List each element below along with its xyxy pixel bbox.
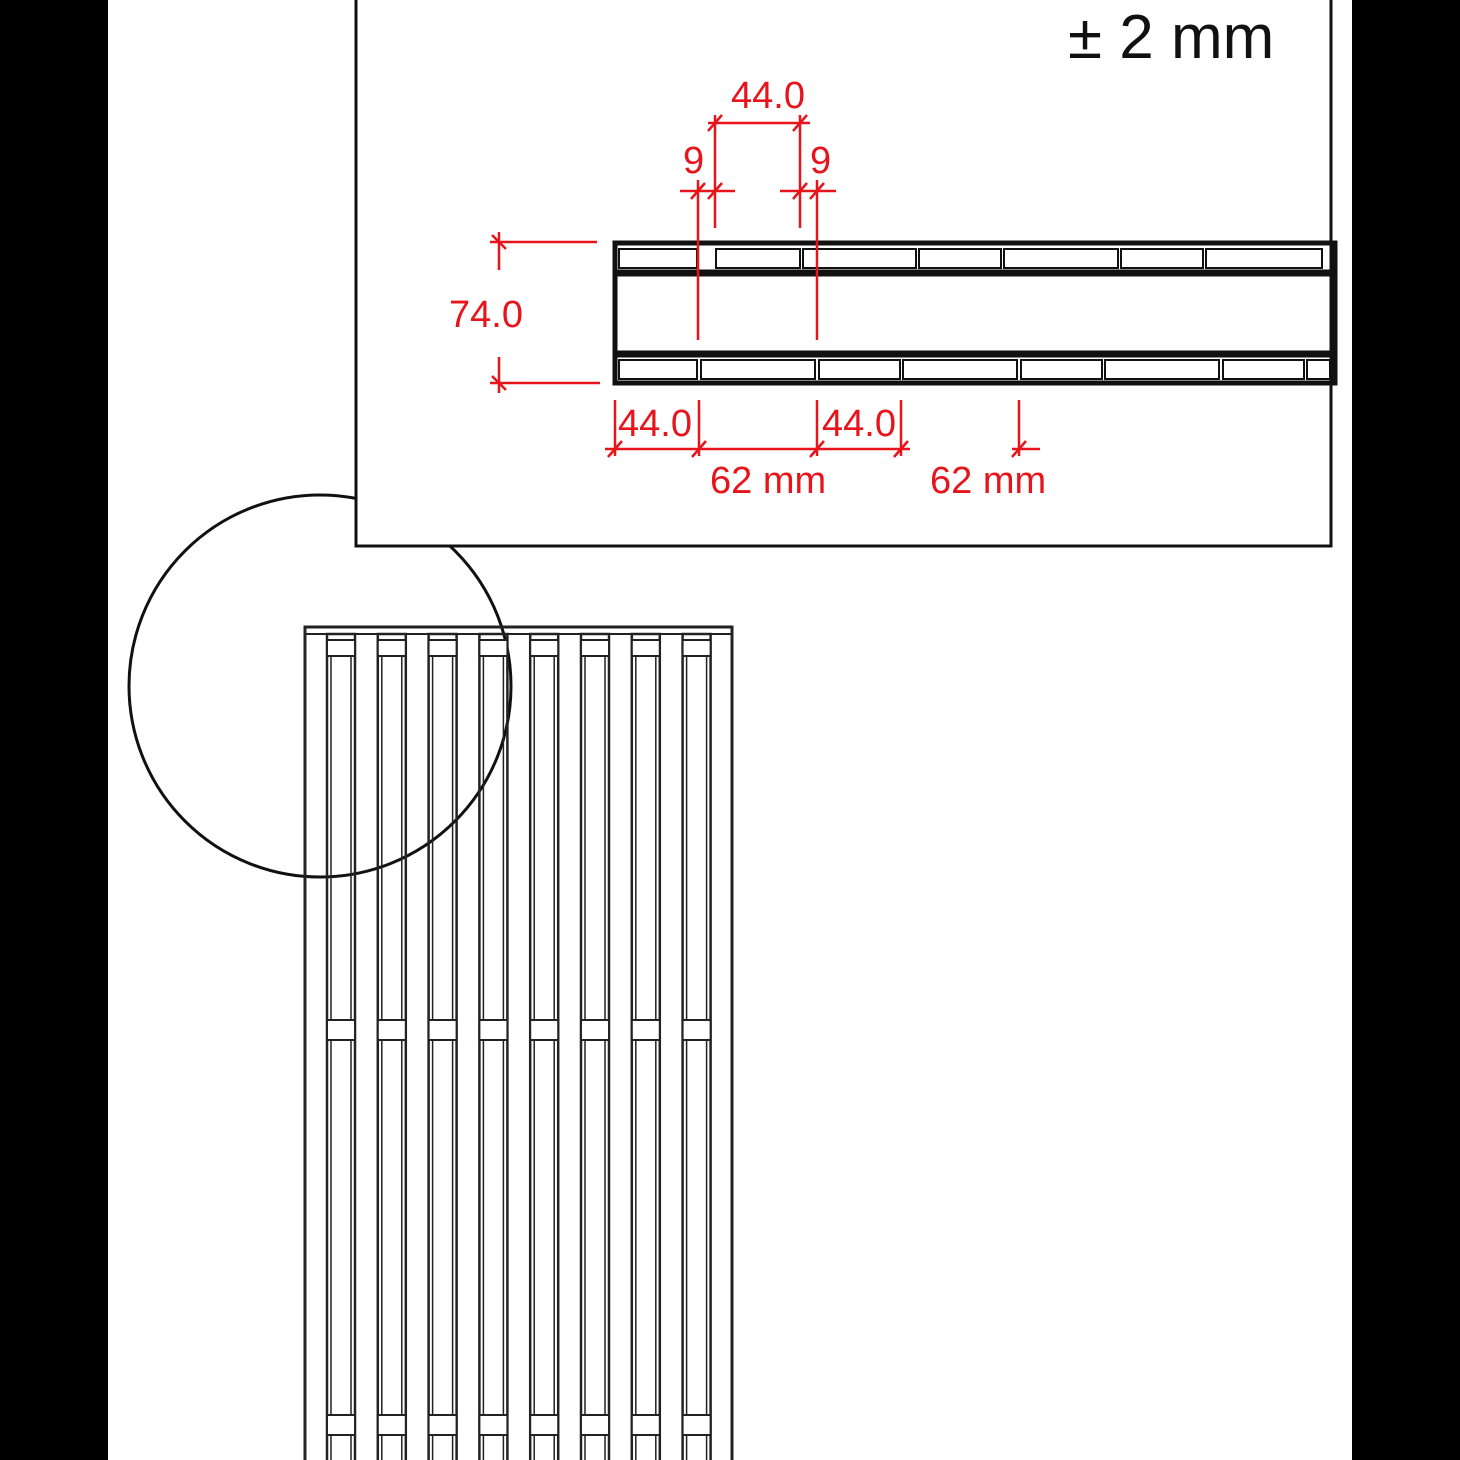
grating-crossbar [427, 1414, 458, 1436]
section-profile [612, 240, 1338, 386]
profile-bar-bottom [1104, 359, 1220, 380]
grating-crossbar [376, 639, 407, 657]
grating-crossbar [529, 639, 560, 657]
profile-bar-bottom [1020, 359, 1103, 380]
grating-crossbar [630, 639, 661, 657]
grating-crossbar [529, 1019, 560, 1041]
grating-slot [376, 632, 408, 1460]
profile-bar-top [918, 248, 1002, 269]
grating-crossbar [478, 1019, 509, 1041]
profile-bar-top [1205, 248, 1323, 269]
grating-crossbar [478, 1414, 509, 1436]
grating-slot-inner [330, 655, 352, 1460]
grating-slot [630, 632, 662, 1460]
grating-slot-inner [685, 655, 708, 1460]
grating-crossbar [326, 1019, 356, 1041]
grating-crossbar [580, 639, 610, 657]
profile-bar-bottom [902, 359, 1018, 380]
grating-slot [325, 632, 357, 1460]
grating-slot-inner [482, 655, 505, 1460]
grating-slot [478, 632, 509, 1460]
grating-crossbar [529, 1414, 560, 1436]
grating-slot [681, 632, 712, 1460]
grating-crossbar [427, 1019, 458, 1041]
tolerance-label: ± 2 mm [1068, 3, 1274, 72]
profile-bar-bottom [700, 359, 816, 380]
profile-bar-bottom [818, 359, 901, 380]
dim-pitch-2: 62 mm [930, 460, 1046, 502]
grating-slot [427, 632, 458, 1460]
profile-bar-top [802, 248, 917, 269]
grating-crossbar [478, 639, 509, 657]
grating-crossbar [376, 1414, 407, 1436]
grating-crossbar [580, 1019, 610, 1041]
profile-bar-bottom [1222, 359, 1305, 380]
grating-crossbar [681, 639, 712, 657]
grating-slot-inner [584, 655, 606, 1460]
grating-slot-inner [381, 655, 403, 1460]
grating-crossbar [681, 1414, 712, 1436]
grating-crossbar [427, 639, 458, 657]
profile-bar-bottom [618, 359, 698, 380]
dim-bottom-width-1: 44.0 [618, 403, 692, 445]
profile-bar-top [1003, 248, 1119, 269]
grating-slot-inner [431, 655, 454, 1460]
grating-slot [528, 632, 560, 1460]
dim-height: 74.0 [449, 294, 523, 336]
dimension-lines [490, 114, 1040, 458]
grating-crossbar [681, 1019, 712, 1041]
grating-crossbar [326, 639, 356, 657]
grating-crossbar [580, 1414, 610, 1436]
profile-bar-bottom [1306, 359, 1331, 380]
grating-slot-inner [533, 655, 555, 1460]
grating-crossbar [630, 1414, 661, 1436]
grating-frame [303, 625, 734, 1460]
grating-crossbar [326, 1414, 356, 1436]
grating-slot [579, 632, 611, 1460]
dim-left-gap: 9 [683, 140, 704, 182]
dim-bottom-width-2: 44.0 [822, 403, 896, 445]
grating-slot-inner [635, 655, 657, 1460]
grating-crossbar [376, 1019, 407, 1041]
profile-bar-top [1120, 248, 1204, 269]
dim-pitch-1: 62 mm [710, 460, 826, 502]
grating-plan-view [303, 625, 734, 1460]
detail-callout-circle [127, 493, 513, 879]
grating-crossbar [630, 1019, 661, 1041]
profile-bar-top [715, 248, 801, 269]
dim-right-gap: 9 [810, 140, 831, 182]
dim-top-width: 44.0 [731, 75, 805, 117]
